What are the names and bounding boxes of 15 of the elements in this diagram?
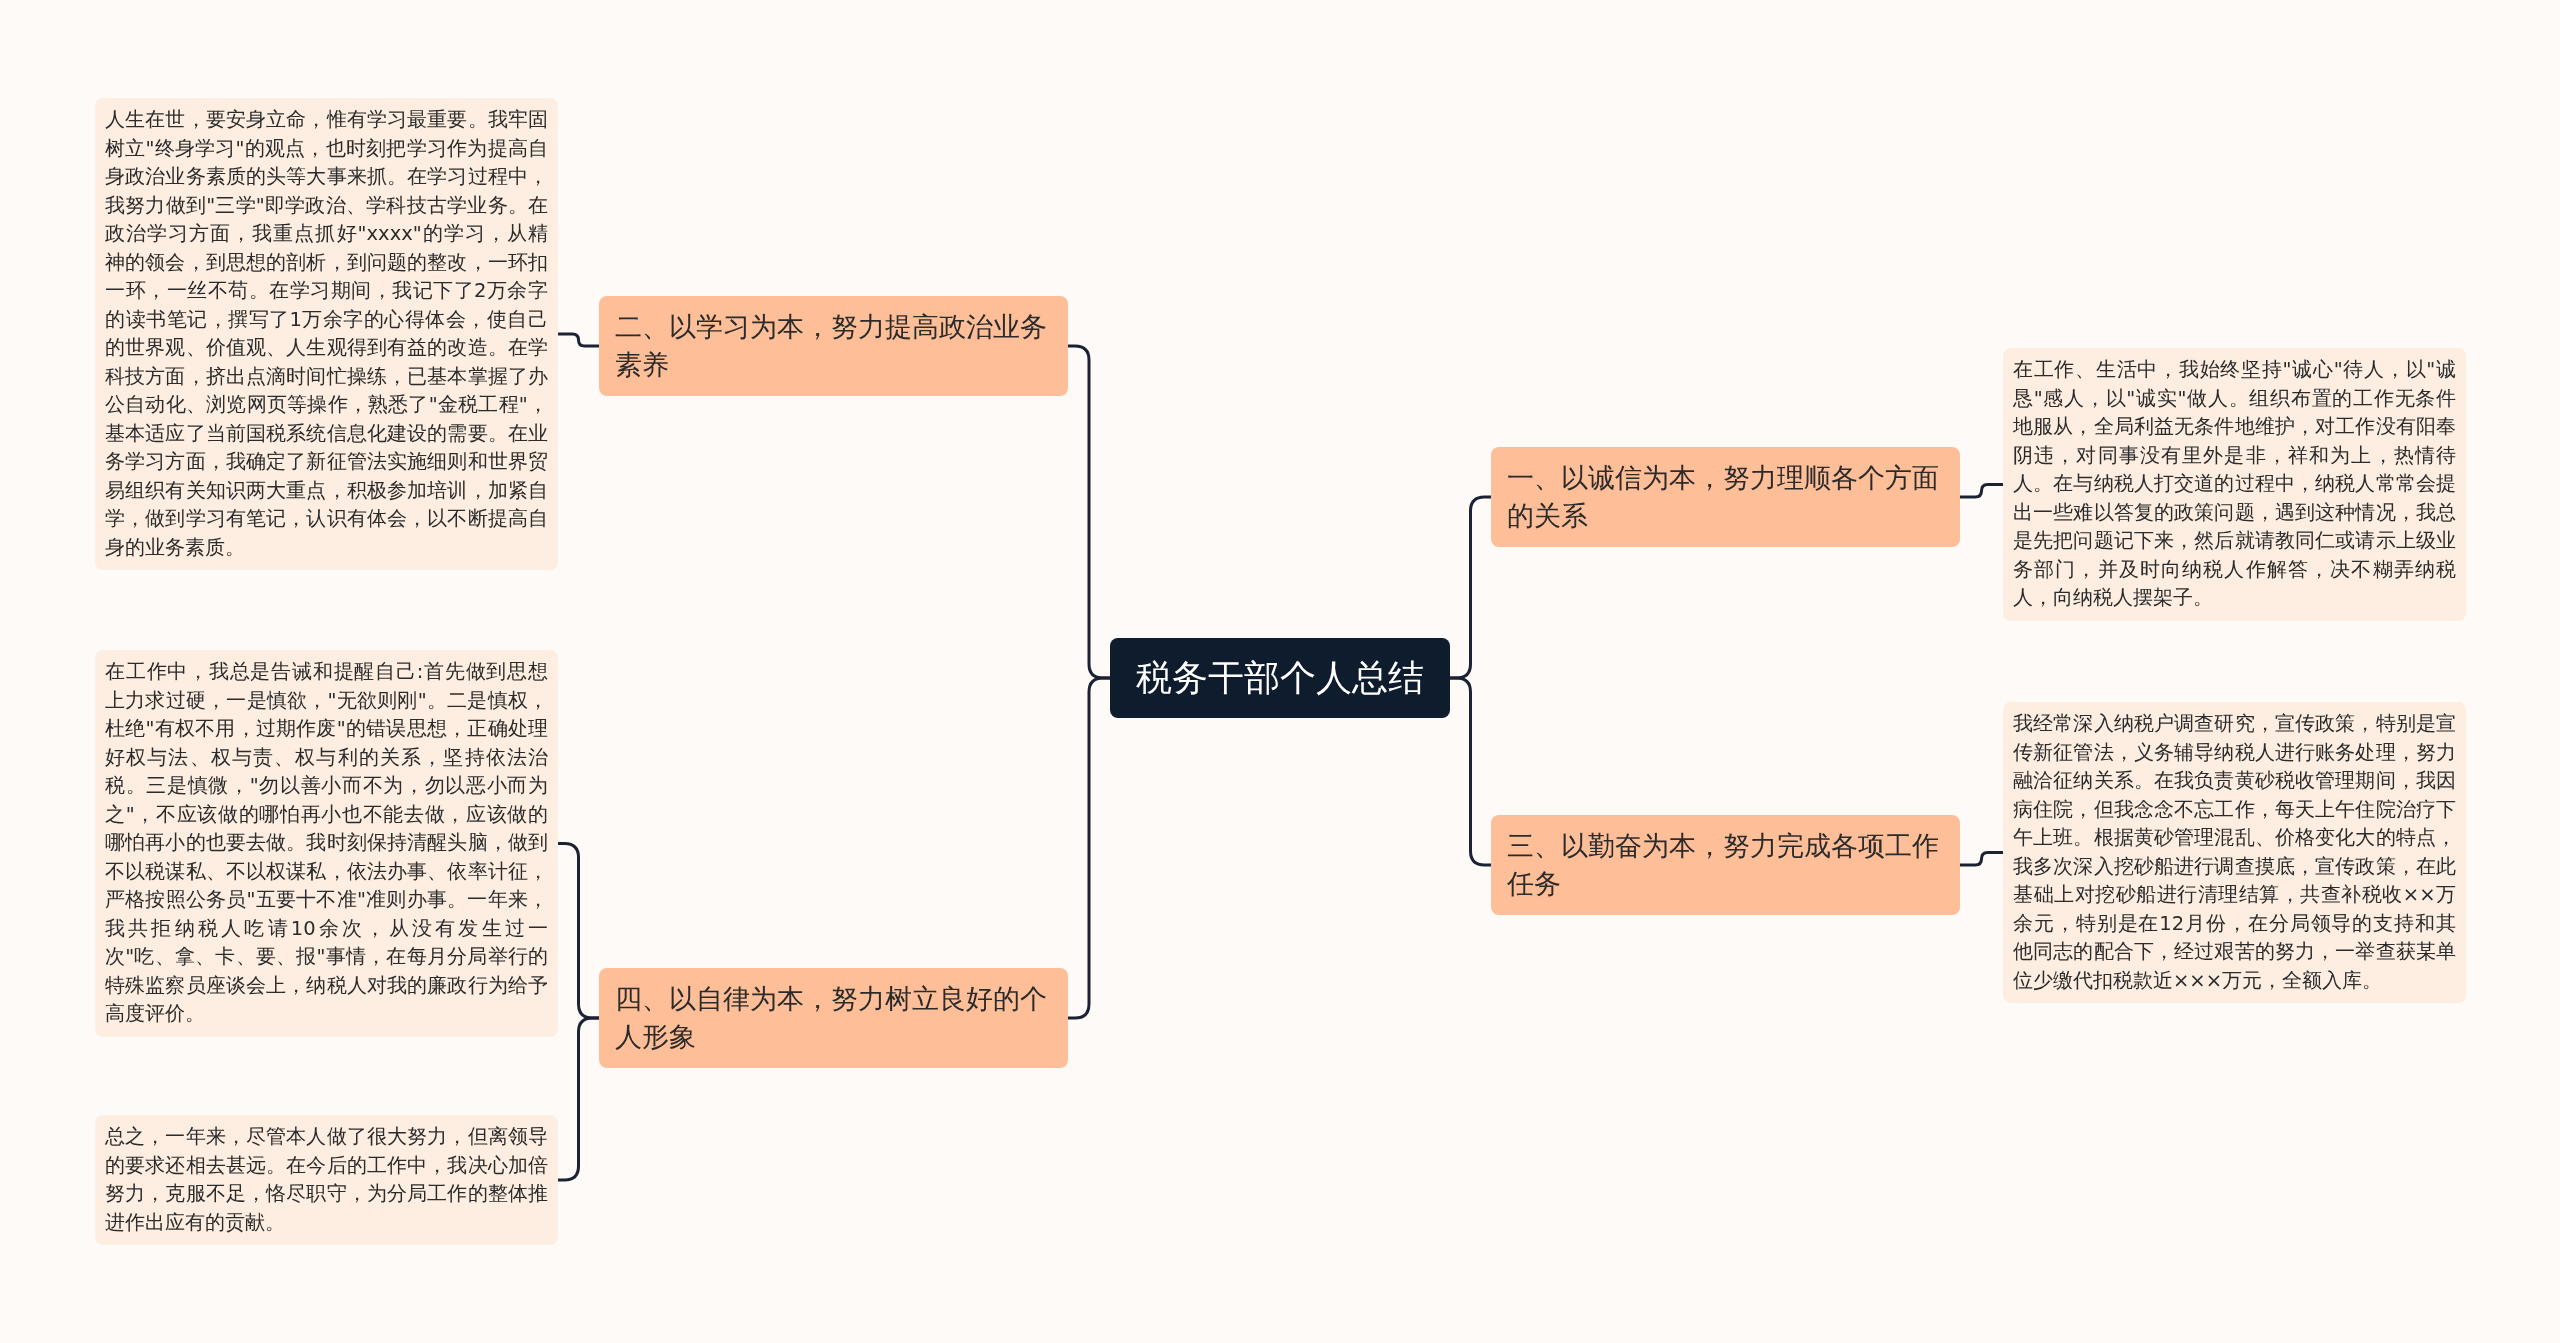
detail-text-box: 人生在世，要安身立命，惟有学习最重要。我牢固树立"终身学习"的观点，也时刻把学习作为提高自身政治业务素质的头等大事来抓。在学习过程中，我努力做到"三学"即学政治、学科技古学业务。在政治学习方面，我重点抓好"xxxx"的学习，从精神的领会，到思想的剖析，到问题的整改，一环扣一环，一丝不苟。在学习期间，我记下了2万余字的读书笔记，撰写了1万余字的心得体会，使自己的世界观、价值观、人生观得到有益的改造。在学科技方面，挤出点滴时间忙操练，已基本掌握了办公自动化、浏览网页等操作，熟悉了"金税工程"，基本适应了当前国税系统信息化建设的需要。在业务学习方面，我确定了新征管法实施细则和世界贸易组织有关知识两大重点，积极参加培训，加紧自学，做到学习有笔记，认识有体会，以不断提高自身的业务素质。	[95, 98, 558, 570]
detail-text-box: 在工作中，我总是告诫和提醒自己:首先做到思想上力求过硬，一是慎欲，"无欲则刚"。二是慎权，杜绝"有权不用，过期作废"的错误思想，正确处理好权与法、权与责、权与利的关系，坚持依法治税。三是慎微，"勿以善小而不为，勿以恶小而为之"，不应该做的哪怕再小也不能去做，应该做的哪怕再小的也要去做。我时刻保持清醒头脑，做到不以税谋私、不以权谋私，依法办事、依率计征，严格按照公务员"五要十不准"准则办事。一年来，我共拒纳税人吃请10余次，从没有发生过一次"吃、拿、卡、要、报"事情，在每月分局举行的特殊监察员座谈会上，纳税人对我的廉政行为给予高度评价。	[95, 650, 558, 1037]
root-topic-box: 税务干部个人总结	[1110, 638, 1450, 718]
connector-line	[1960, 483, 2003, 499]
connector-line	[558, 332, 599, 348]
connector-line	[1450, 676, 1491, 867]
connector-line	[1960, 851, 2003, 867]
detail-text-box: 我经常深入纳税户调查研究，宣传政策，特别是宣传新征管法，义务辅导纳税人进行账务处理，努力融洽征纳关系。在我负责黄砂税收管理期间，我因病住院，但我念念不忘工作，每天上午住院治疗下午上班。根据黄砂管理混乱、价格变化大的特点，我多次深入挖砂船进行调查摸底，宣传政策，在此基础上对挖砂船进行清理结算，共查补税收××万余元，特别是在12月份，在分局领导的支持和其他同志的配合下，经过艰苦的努力，一举查获某单位少缴代扣税款近×××万元，全额入库。	[2003, 702, 2466, 1003]
detail-text-box: 总之，一年来，尽管本人做了很大努力，但离领导的要求还相去甚远。在今后的工作中，我决心加倍努力，克服不足，恪尽职守，为分局工作的整体推进作出应有的贡献。	[95, 1115, 558, 1245]
connector-line	[558, 1016, 599, 1182]
detail-text-box: 在工作、生活中，我始终坚持"诚心"待人，以"诚恳"感人，以"诚实"做人。组织布置的工作无条件地服从，全局利益无条件地维护，对工作没有阳奉阴违，对同事没有里外是非，祥和为上，热情待人。在与纳税人打交道的过程中，纳税人常常会提出一些难以答复的政策问题，遇到这种情况，我总是先把问题记下来，然后就请教同仁或请示上级业务部门，并及时向纳税人作解答，决不糊弄纳税人，向纳税人摆架子。	[2003, 348, 2466, 621]
branch-topic-box: 四、以自律为本，努力树立良好的个人形象	[599, 968, 1068, 1068]
branch-topic-box: 二、以学习为本，努力提高政治业务素养	[599, 296, 1068, 396]
branch-topic-box: 一、以诚信为本，努力理顺各个方面的关系	[1491, 447, 1960, 547]
branch-topic-box: 三、以勤奋为本，努力完成各项工作任务	[1491, 815, 1960, 915]
